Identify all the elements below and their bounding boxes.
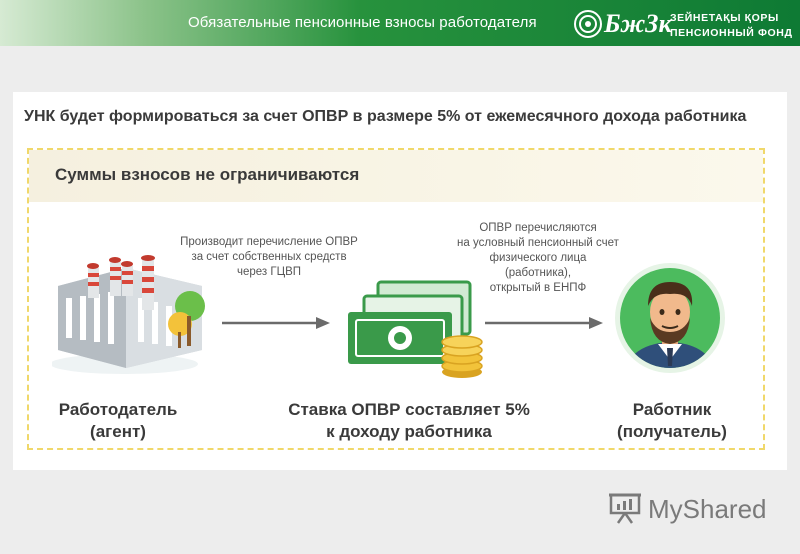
factory-icon (52, 255, 205, 374)
main-heading: УНК будет формироваться за счет ОПВР в р… (24, 108, 747, 125)
logo-text: БжЗк (604, 9, 672, 38)
logo-subtitle-kz: ЗЕЙНЕТАҚЫ ҚОРЫ (670, 12, 779, 24)
info-band (29, 150, 763, 202)
arrow-right-icon (485, 317, 603, 329)
logo-subtitle-ru: ПЕНСИОННЫЙ ФОНД (670, 27, 793, 39)
employee-account-note: ОПВР перечисляются на условный пенсионны… (457, 222, 619, 294)
employee-avatar-icon (615, 263, 725, 373)
fund-logo-icon (574, 10, 602, 38)
arrow-right-icon (222, 317, 330, 329)
header-bar: Обязательные пенсионные взносы работодат… (0, 0, 800, 46)
rate-label: Ставка ОПВР составляет 5% к доходу работ… (288, 400, 530, 441)
employer-label: Работодатель (агент) (58, 400, 178, 441)
money-coins-icon (348, 280, 483, 378)
employee-label: Работник (получатель) (617, 400, 727, 441)
presentation-board-icon (609, 493, 641, 524)
watermark-text: MyShared (648, 494, 767, 524)
scheme-frame (27, 148, 765, 450)
employer-transfer-note: Производит перечисление ОПВР за счет соб… (180, 236, 358, 278)
fund-logo: БжЗк ЗЕЙНЕТАҚЫ ҚОРЫ ПЕНСИОННЫЙ ФОНД (572, 8, 800, 40)
watermark: MyShared (608, 490, 798, 530)
band-text: Суммы взносов не ограничиваются (55, 165, 360, 184)
header-title: Обязательные пенсионные взносы работодат… (188, 14, 537, 31)
